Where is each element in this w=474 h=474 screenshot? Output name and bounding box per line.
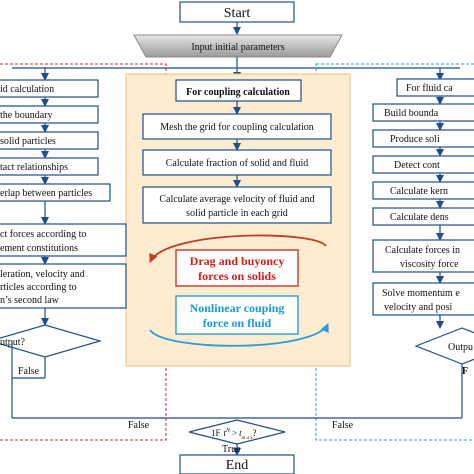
solid-calculation-group: [0, 63, 167, 441]
fluid-calculation-group: [315, 63, 474, 441]
drag-force-box: [175, 249, 299, 287]
right-box-2: [372, 103, 474, 122]
right-box-7: [372, 239, 474, 273]
input-label: Input initial parameters: [191, 42, 284, 53]
right-box-8-label-line2: velocity and posi: [384, 302, 453, 313]
coupling-force-curved-arrow: [149, 323, 329, 347]
center-box-fraction-label: Calculate fraction of solid and fluid: [166, 158, 308, 169]
right-box-1-label: For fluid ca: [406, 83, 453, 94]
drag-force-label-line2: forces on solids: [198, 269, 276, 283]
left-output-label: utput?: [0, 337, 26, 348]
input-parallelogram: [133, 34, 343, 58]
left-box-5-label: erlap between particles: [0, 188, 92, 199]
drag-force-label-line1: Drag and buyoncy: [190, 254, 285, 268]
right-box-4-label: Detect cont: [394, 160, 440, 171]
left-box-1: [0, 79, 99, 98]
left-box-7-label-line1: leration, velocity and: [0, 269, 85, 280]
center-box-mesh-label: Mesh the grid for coupling calculation: [160, 122, 314, 133]
center-title: For coupling calculation: [186, 87, 290, 98]
left-box-7-label-line3: n’s second law: [0, 295, 60, 306]
right-box-7-label-line2: viscosity force: [400, 259, 459, 270]
left-false-label: False: [18, 366, 40, 377]
right-box-6: [372, 207, 474, 226]
true-label: True: [222, 444, 241, 455]
drag-force-curved-arrow: [149, 234, 327, 263]
left-box-2: [0, 105, 99, 124]
left-box-6-label-line1: ct forces according to: [0, 229, 86, 240]
center-box-velocity-line2: solid particle in each grid: [186, 208, 288, 219]
left-box-2-label: the boundary: [0, 110, 53, 121]
bottom-false-right-label: False: [332, 420, 354, 431]
right-false-label: F: [462, 366, 468, 377]
center-title-box: [175, 79, 302, 102]
right-box-1: [396, 78, 474, 97]
left-output-diamond: [0, 324, 103, 358]
coupling-force-label-line2: force on fluid: [203, 316, 272, 330]
center-box-velocity-line1: Calculate average velocity of fluid and: [159, 194, 314, 205]
left-box-6-label-line2: ement constitutions: [0, 243, 78, 254]
end-label: End: [226, 458, 249, 473]
right-box-8-label-line1: Solve momentum e: [382, 288, 460, 299]
left-box-6: [0, 223, 127, 257]
left-box-3-label: solid particles: [0, 136, 56, 147]
start-label: Start: [224, 6, 251, 21]
left-box-3: [0, 131, 99, 150]
right-box-6-label: Calculate dens: [390, 212, 449, 223]
right-box-4: [372, 155, 474, 174]
left-box-1-label: id calculation: [0, 84, 54, 95]
coupling-force-label-line1: Nonlinear couping: [190, 301, 285, 315]
right-box-3: [372, 129, 474, 148]
center-box-mesh: [142, 113, 332, 140]
left-box-4: [0, 157, 99, 176]
right-output-diamond: [414, 327, 474, 365]
right-box-5: [372, 181, 474, 200]
left-box-4-label: tact relationships: [0, 162, 68, 173]
coupling-force-box: [175, 295, 299, 335]
bottom-false-left-label: False: [128, 420, 150, 431]
termination-check-diamond: [188, 419, 286, 445]
left-box-7-label-line2: rticles according to: [0, 282, 77, 293]
right-box-8: [372, 282, 474, 316]
center-box-velocity: [142, 186, 332, 224]
right-box-7-label-line1: Calculate forces in: [385, 245, 460, 256]
right-box-2-label: Build bounda: [384, 108, 439, 119]
right-box-5-label: Calculate kern: [390, 186, 448, 197]
left-box-7: [0, 263, 127, 309]
end-box: [179, 454, 295, 474]
right-box-3-label: Produce soli: [390, 134, 440, 145]
right-output-label: Outpu: [448, 342, 473, 353]
left-box-5: [0, 183, 111, 202]
